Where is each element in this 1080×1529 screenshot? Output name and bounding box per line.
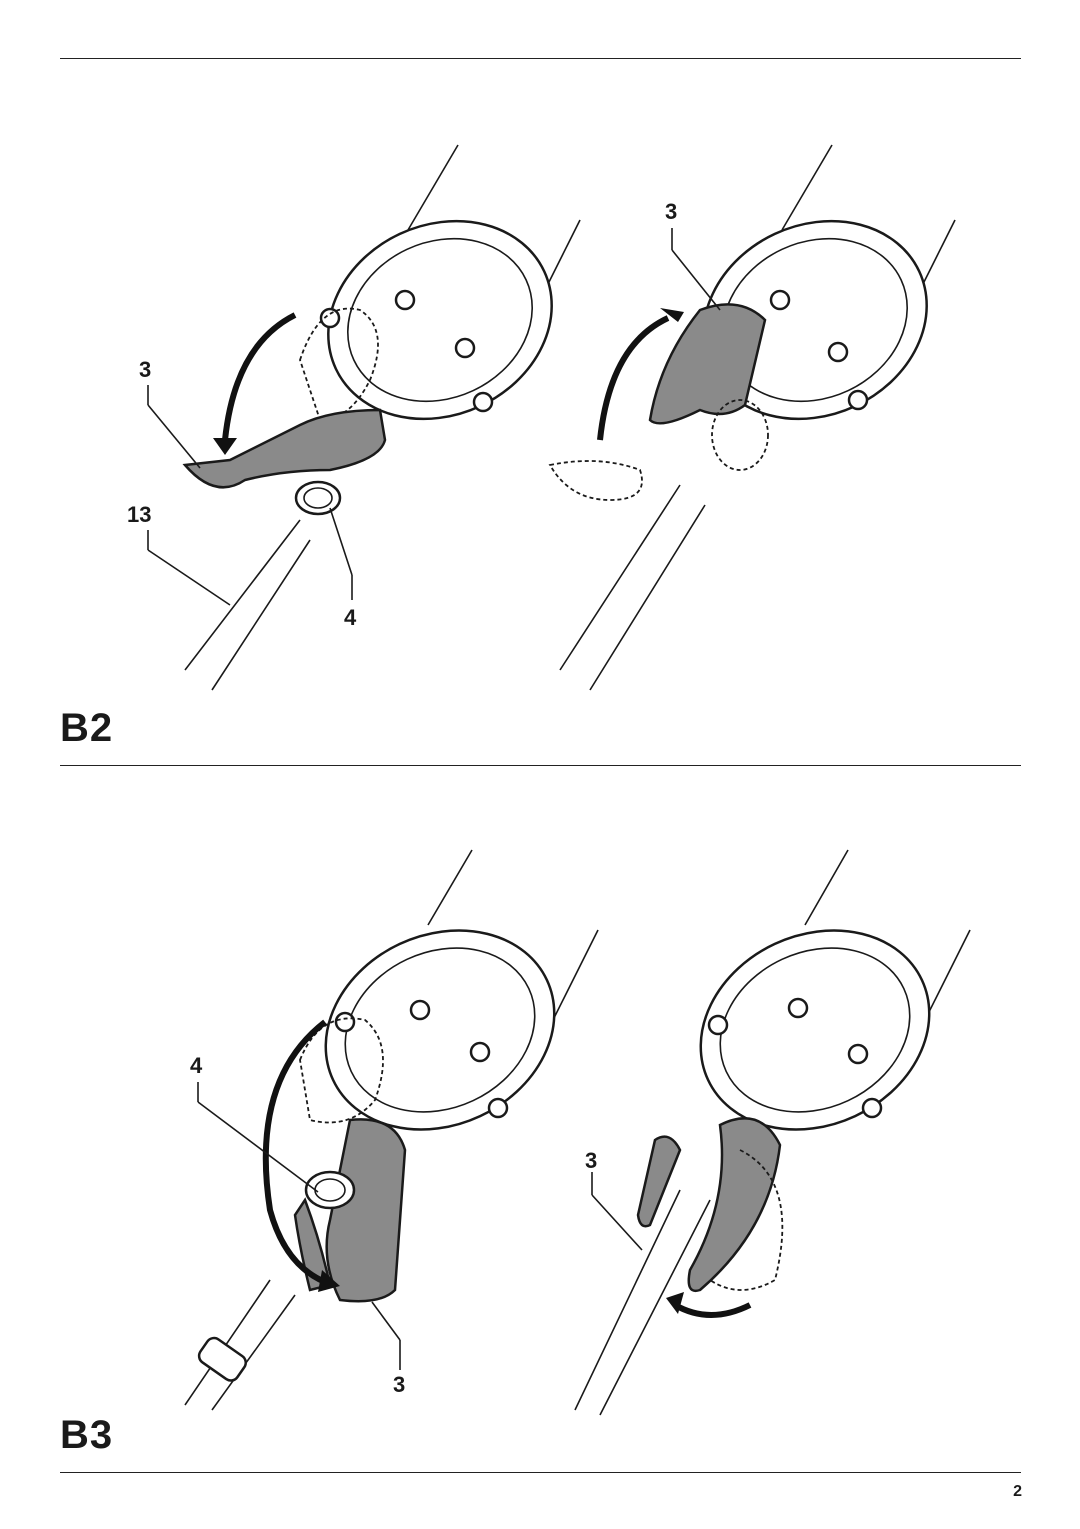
b3-left-panel bbox=[184, 849, 599, 1411]
middle-rule bbox=[60, 765, 1021, 766]
b2-callout-3-left: 3 bbox=[139, 357, 152, 382]
b2-left-panel bbox=[147, 144, 581, 691]
b3-callout-3-left: 3 bbox=[393, 1372, 406, 1397]
b2-callout-4: 4 bbox=[344, 605, 357, 630]
b3-callout-3-right: 3 bbox=[585, 1148, 598, 1173]
figure-label-b3: B3 bbox=[60, 1413, 114, 1457]
top-rule bbox=[60, 58, 1021, 59]
b2-callout-3-right: 3 bbox=[665, 199, 678, 224]
figure-label-b2: B2 bbox=[60, 706, 114, 750]
bottom-rule bbox=[60, 1472, 1021, 1473]
figure-b3-illustration bbox=[184, 849, 971, 1416]
b2-right-panel bbox=[548, 144, 956, 691]
b2-callout-13: 13 bbox=[127, 502, 152, 527]
page-number: 2 bbox=[1013, 1483, 1022, 1500]
b3-right-panel bbox=[574, 849, 971, 1416]
b3-callout-4: 4 bbox=[190, 1053, 203, 1078]
figure-b2-illustration bbox=[147, 144, 956, 691]
